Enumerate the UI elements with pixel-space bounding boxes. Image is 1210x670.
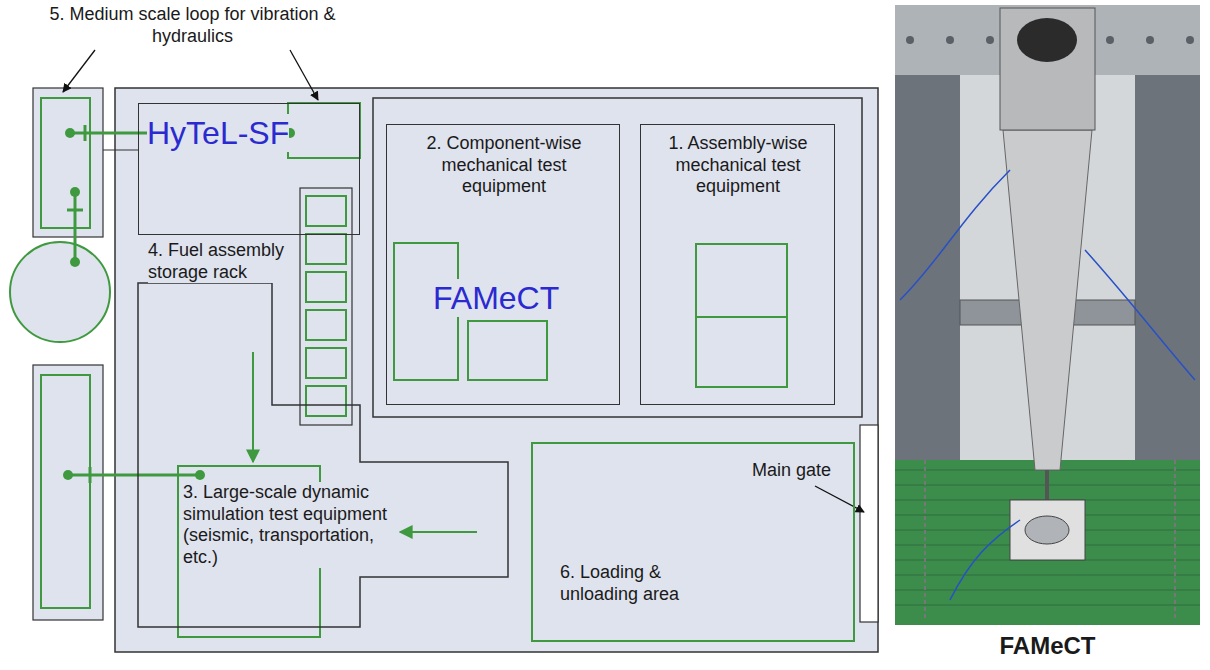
area-title: 3. Large-scale dynamic simulation test e… — [183, 482, 388, 568]
region-outline-shape — [138, 283, 508, 627]
equipment-outline — [696, 317, 787, 387]
move-arrow — [400, 531, 477, 533]
area-name: FAMeCT — [433, 279, 559, 317]
sensor-wire — [1085, 250, 1195, 380]
load-cell — [1010, 500, 1085, 560]
rack-cell — [306, 310, 346, 340]
floor-grating — [895, 605, 1200, 606]
pipe-valve — [67, 209, 83, 212]
area-title: 1. Assembly-wise mechanical test equipme… — [653, 133, 823, 198]
storage-rack — [300, 188, 352, 425]
sensor-wire — [950, 520, 1020, 600]
pipe-end-dot — [70, 187, 80, 197]
test-area-box: 2. Component-wise mechanical test equipm… — [386, 124, 620, 405]
chain — [924, 460, 926, 620]
building-outline — [115, 88, 878, 652]
photo-caption: FAMeCT — [895, 632, 1200, 661]
side-panel — [895, 75, 960, 460]
pipe-end-dot — [63, 470, 73, 480]
rack-cell — [306, 348, 346, 378]
area-name: HyTeL-SF — [147, 114, 289, 152]
bolt — [946, 36, 954, 44]
test-area-region: 3. Large-scale dynamic simulation test e… — [138, 283, 508, 627]
pipe-valve — [84, 125, 87, 141]
pipe-valve — [89, 467, 92, 483]
test-hall-outline — [373, 98, 862, 417]
test-area-box: 1. Assembly-wise mechanical test equipme… — [640, 124, 835, 405]
photo-frame — [895, 5, 1200, 625]
load-rod — [1045, 470, 1049, 500]
move-arrow — [252, 352, 254, 462]
wall-line — [103, 149, 138, 150]
bolt — [1146, 36, 1154, 44]
main-gate — [860, 425, 878, 622]
rack-cell — [306, 386, 346, 416]
bolt — [986, 36, 994, 44]
rack-cell — [306, 234, 346, 264]
rack-label: 4. Fuel assembly storage rack — [148, 240, 298, 283]
pipe-line — [74, 192, 77, 262]
bolt — [1106, 36, 1114, 44]
equipment-outline — [41, 98, 90, 228]
floor-grating — [895, 575, 1200, 576]
equipment-outline — [696, 244, 787, 317]
floor-grating — [895, 590, 1200, 591]
tapered-specimen — [1003, 130, 1092, 470]
chain — [1174, 460, 1176, 620]
bolt — [906, 36, 914, 44]
pipe-end-dot — [65, 128, 75, 138]
area-title: 2. Component-wise mechanical test equipm… — [419, 133, 589, 198]
rack-cell — [306, 196, 346, 226]
area-title: 6. Loading & unloading area — [560, 562, 700, 605]
equipment-outline — [468, 321, 547, 380]
outdoor-panel — [33, 88, 103, 237]
gate-label: Main gate — [752, 460, 831, 482]
bolt — [1186, 36, 1194, 44]
side-panel — [1135, 75, 1200, 460]
outdoor-panel — [33, 365, 103, 620]
pipe-end-dot — [70, 257, 80, 267]
sensor-wire — [900, 170, 1010, 300]
rack-cell — [306, 272, 346, 302]
leader-arrow — [815, 486, 864, 512]
region-outline — [137, 282, 509, 628]
leader-arrow — [290, 50, 318, 100]
leader-arrow — [63, 50, 95, 92]
top-fixture — [1000, 8, 1095, 130]
load-cell-top — [1025, 516, 1069, 544]
test-area-box: HyTeL-SF — [138, 103, 360, 235]
loop-label: 5. Medium scale loop for vibration & hyd… — [20, 4, 365, 47]
green-floor — [895, 460, 1200, 625]
fixture-hole — [1017, 18, 1077, 62]
equipment-outline — [288, 103, 360, 158]
pipe-end-dot — [195, 470, 205, 480]
tank-outline — [10, 242, 110, 342]
pipe-line — [68, 474, 200, 477]
equipment-outline — [41, 375, 90, 608]
